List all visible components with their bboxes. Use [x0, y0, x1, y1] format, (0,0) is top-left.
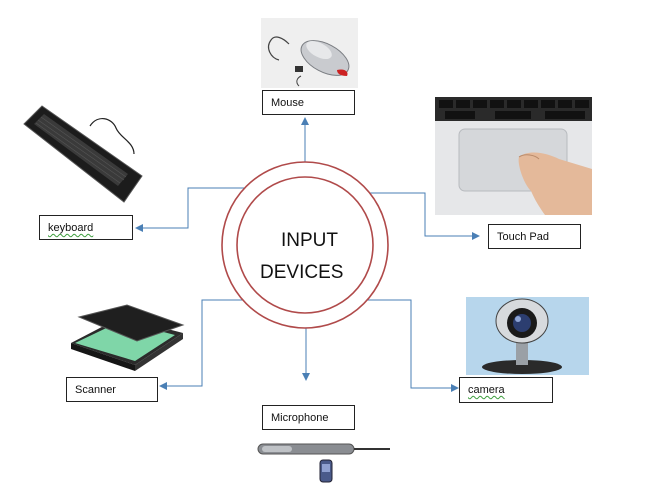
center-title-line1: INPUT — [281, 230, 338, 251]
camera-label-box: camera — [459, 377, 553, 403]
arrow-to-scanner — [159, 299, 247, 390]
touchpad-label: Touch Pad — [497, 231, 549, 243]
arrow-to-touchpad — [364, 192, 480, 240]
webcam-icon — [466, 297, 589, 375]
microphone-label-box: Microphone — [262, 405, 355, 430]
mouse-icon — [261, 18, 358, 88]
microphone-label: Microphone — [271, 412, 329, 424]
scanner-label-box: Scanner — [66, 377, 158, 402]
keyboard-label: keyboard — [48, 222, 94, 234]
touchpad-label-box: Touch Pad — [488, 224, 581, 249]
mouse-label: Mouse — [271, 97, 305, 109]
keyboard-icon — [16, 104, 144, 206]
touchpad-icon — [435, 97, 592, 215]
arrow-to-keyboard — [135, 187, 244, 232]
arrow-to-camera — [360, 299, 459, 392]
center-title-line2: DEVICES — [260, 262, 344, 283]
microphone-icon — [256, 440, 394, 484]
mouse-label-box: Mouse — [262, 90, 355, 115]
inner-ring — [236, 176, 374, 314]
keyboard-label-box: keyboard — [39, 215, 133, 240]
camera-label: camera — [468, 384, 505, 396]
scanner-icon — [65, 303, 187, 373]
scanner-label: Scanner — [75, 384, 116, 396]
